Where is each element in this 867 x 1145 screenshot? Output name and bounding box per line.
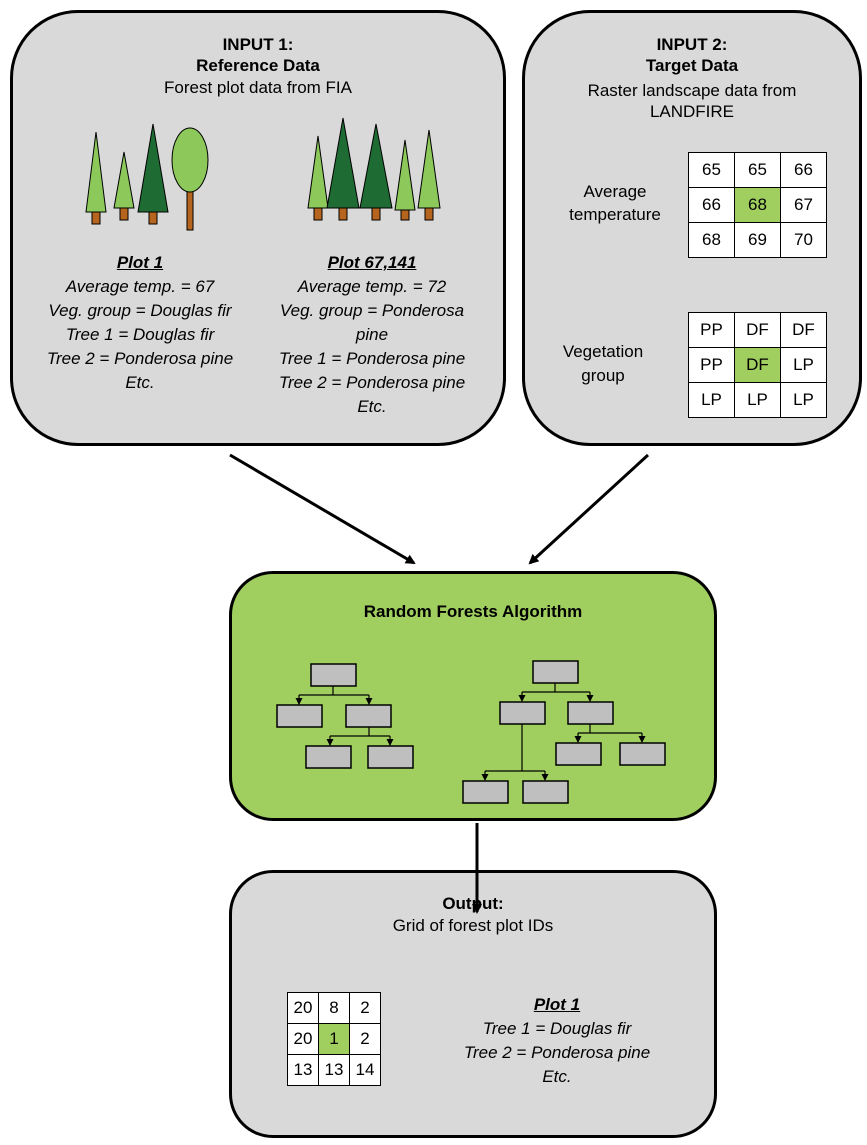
grid-cell: LP (780, 382, 827, 418)
grid-cell: 8 (318, 992, 350, 1024)
grid-cell: 2 (349, 992, 381, 1024)
grid-cell: 20 (287, 992, 319, 1024)
plot67141-title: Plot 67,141 (327, 253, 417, 272)
grid-cell: 70 (780, 222, 827, 258)
plot1-title: Plot 1 (116, 253, 164, 272)
grid-cell: DF (734, 312, 781, 348)
plot67141-line: Tree 1 = Ponderosa pine (278, 349, 466, 368)
grid-cell: PP (688, 347, 735, 383)
input1-description: Forest plot data from FIA (163, 78, 352, 97)
algorithm-title: Random Forests Algorithm (363, 602, 583, 621)
plot67141-line: pine (355, 325, 389, 344)
plot67141-line: Tree 2 = Ponderosa pine (278, 373, 466, 392)
output-description: Grid of forest plot IDs (392, 916, 554, 935)
grid-cell: DF (780, 312, 827, 348)
input1-box (10, 10, 506, 446)
grid-cell: 68 (688, 222, 735, 258)
output-grid: 20 8 2 20 1 2 13 13 14 (287, 992, 381, 1086)
grid-cell-highlighted: 1 (318, 1023, 350, 1055)
grid-cell: 69 (734, 222, 781, 258)
input2-description-line2: LANDFIRE (649, 102, 735, 121)
grid-cell-highlighted: 68 (734, 187, 781, 223)
plot67141-line: Average temp. = 72 (297, 277, 447, 296)
output-plot-line: Tree 2 = Ponderosa pine (463, 1043, 651, 1062)
grid-cell: 20 (287, 1023, 319, 1055)
grid-cell: LP (780, 347, 827, 383)
input1-subtitle: Reference Data (196, 56, 320, 75)
arrow-input2-to-algorithm (528, 453, 650, 565)
plot1-line: Tree 2 = Ponderosa pine (46, 349, 234, 368)
grid-cell: 65 (734, 152, 781, 188)
vegetation-grid: PP DF DF PP DF LP LP LP LP (688, 312, 827, 418)
plot67141-line: Etc. (357, 397, 387, 416)
grid-cell: LP (688, 382, 735, 418)
grid-cell: 14 (349, 1054, 381, 1086)
output-plot-title: Plot 1 (533, 995, 581, 1014)
output-title: Output: (442, 894, 504, 913)
output-plot-line: Etc. (542, 1067, 572, 1086)
vegetation-label-line2: group (581, 366, 625, 385)
grid-cell: 66 (780, 152, 827, 188)
grid-cell: 13 (318, 1054, 350, 1086)
grid-cell: LP (734, 382, 781, 418)
arrow-input1-to-algorithm (229, 453, 416, 565)
temperature-label-line2: temperature (569, 205, 661, 224)
temperature-label-line1: Average (583, 182, 647, 201)
grid-cell: PP (688, 312, 735, 348)
plot1-line: Average temp. = 67 (65, 277, 215, 296)
plot67141-line: Veg. group = Ponderosa (279, 301, 465, 320)
output-plot-line: Tree 1 = Douglas fir (482, 1019, 632, 1038)
input2-title: INPUT 2: (656, 35, 728, 54)
plot1-line: Etc. (125, 373, 155, 392)
grid-cell-highlighted: DF (734, 347, 781, 383)
grid-cell: 13 (287, 1054, 319, 1086)
temperature-grid: 65 65 66 66 68 67 68 69 70 (688, 152, 827, 258)
algorithm-box (229, 571, 717, 821)
grid-cell: 2 (349, 1023, 381, 1055)
plot1-line: Veg. group = Douglas fir (48, 301, 232, 320)
vegetation-label-line1: Vegetation (562, 342, 644, 361)
grid-cell: 65 (688, 152, 735, 188)
input2-description-line1: Raster landscape data from (587, 81, 797, 100)
plot1-line: Tree 1 = Douglas fir (65, 325, 215, 344)
grid-cell: 66 (688, 187, 735, 223)
grid-cell: 67 (780, 187, 827, 223)
input2-subtitle: Target Data (645, 56, 739, 75)
input1-title: INPUT 1: (222, 35, 294, 54)
